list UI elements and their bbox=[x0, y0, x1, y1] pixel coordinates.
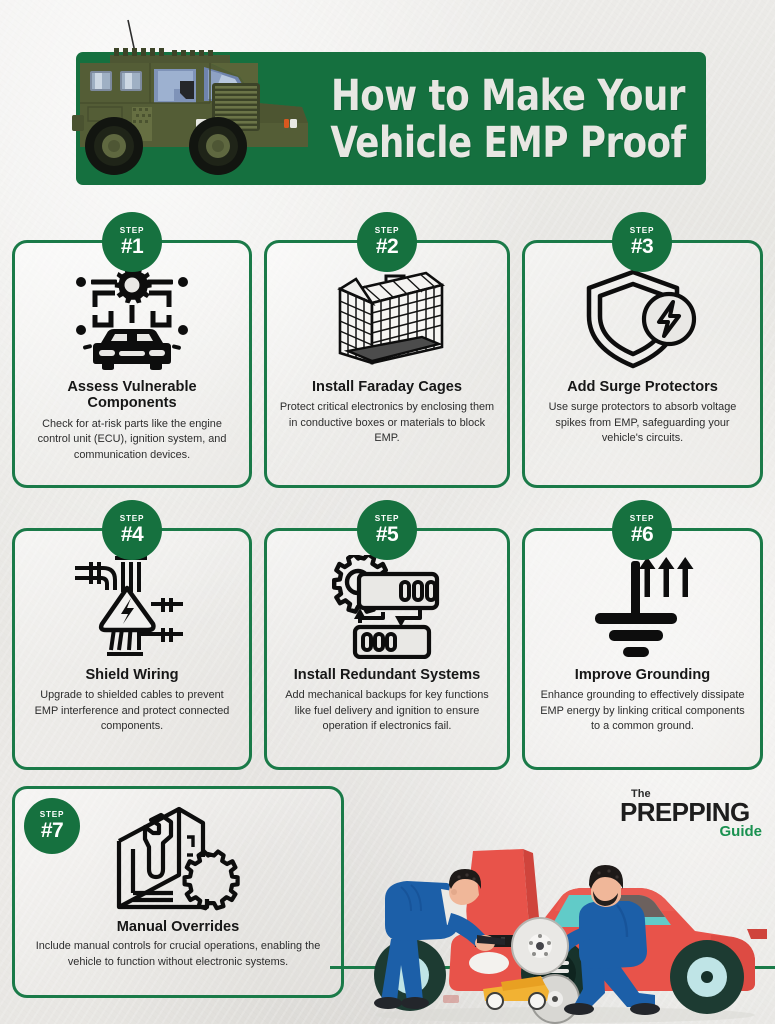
step-card-1-body: Check for at-risk parts like the engine … bbox=[37, 417, 227, 461]
step-badge-4: STEP #4 bbox=[102, 500, 162, 560]
step-badge-7-word: STEP bbox=[39, 809, 65, 819]
manual-wrench-gear-icon bbox=[111, 801, 245, 919]
electrical-ground-icon bbox=[585, 553, 701, 661]
step-badge-2-word: STEP bbox=[374, 225, 400, 235]
step-badge-5: STEP #5 bbox=[357, 500, 417, 560]
step-card-2-body: Protect critical electronics by enclosin… bbox=[279, 401, 495, 445]
step-badge-6-word: STEP bbox=[629, 513, 655, 523]
step-badge-7: STEP #7 bbox=[24, 798, 80, 854]
shielded-wiring-icon bbox=[71, 553, 193, 661]
page-title-line-2: Vehicle EMP Proof bbox=[330, 117, 686, 168]
step-badge-7-number: #7 bbox=[40, 819, 64, 843]
step-card-1[interactable]: Assess Vulnerable Components Check for a… bbox=[12, 240, 252, 488]
step-badge-5-word: STEP bbox=[374, 513, 400, 523]
step-card-3-body: Use surge protectors to absorb voltage s… bbox=[548, 401, 737, 445]
header: How to Make Your Vehicle EMP Proof bbox=[0, 0, 775, 205]
step-badge-3-word: STEP bbox=[629, 225, 655, 235]
step-card-3-title: Add Surge Protectors bbox=[567, 379, 718, 395]
step-card-4-title: Shield Wiring bbox=[85, 667, 179, 683]
step-card-2[interactable]: Install Faraday Cages Protect critical e… bbox=[264, 240, 510, 488]
military-truck-icon bbox=[62, 15, 322, 200]
step-card-4-body: Upgrade to shielded cables to prevent EM… bbox=[34, 689, 230, 733]
step-badge-2: STEP #2 bbox=[357, 212, 417, 272]
faraday-cage-icon bbox=[324, 265, 450, 373]
step-card-6[interactable]: Improve Grounding Enhance grounding to e… bbox=[522, 528, 763, 770]
step-card-5-body: Add mechanical backups for key functions… bbox=[285, 689, 489, 733]
shield-lightning-icon bbox=[585, 265, 701, 373]
step-badge-6: STEP #6 bbox=[612, 500, 672, 560]
page-title: How to Make Your Vehicle EMP Proof bbox=[330, 57, 686, 182]
step-card-1-title: Assess Vulnerable Components bbox=[67, 379, 197, 412]
step-badge-3-number: #3 bbox=[630, 235, 654, 259]
step-card-5-title: Install Redundant Systems bbox=[293, 667, 481, 683]
step-badge-4-number: #4 bbox=[120, 523, 144, 547]
step-badge-1: STEP #1 bbox=[102, 212, 162, 272]
step-card-3[interactable]: Add Surge Protectors Use surge protector… bbox=[522, 240, 763, 488]
step-card-7-body: Include manual controls for crucial oper… bbox=[35, 940, 321, 968]
logo-prepping: PREPPING bbox=[620, 796, 750, 827]
step-card-7-title: Manual Overrides bbox=[116, 919, 240, 935]
step-badge-1-number: #1 bbox=[120, 235, 144, 259]
step-card-6-title: Improve Grounding bbox=[574, 667, 711, 683]
car-diagnostic-scan-icon bbox=[71, 265, 193, 373]
step-badge-6-number: #6 bbox=[630, 523, 654, 547]
step-card-4[interactable]: Shield Wiring Upgrade to shielded cables… bbox=[12, 528, 252, 770]
mechanics-repairing-red-car-icon bbox=[355, 843, 775, 1024]
redundant-systems-gear-icon bbox=[327, 553, 447, 661]
brand-logo: The PREPPING Guide bbox=[620, 789, 770, 839]
step-card-2-title: Install Faraday Cages bbox=[311, 379, 463, 395]
step-badge-1-word: STEP bbox=[119, 225, 145, 235]
step-badge-3: STEP #3 bbox=[612, 212, 672, 272]
step-badge-5-number: #5 bbox=[375, 523, 399, 547]
step-badge-2-number: #2 bbox=[375, 235, 399, 259]
step-card-6-body: Enhance grounding to effectively dissipa… bbox=[540, 689, 745, 733]
page-title-line-1: How to Make Your bbox=[330, 71, 686, 122]
step-badge-4-word: STEP bbox=[119, 513, 145, 523]
step-card-5[interactable]: Install Redundant Systems Add mechanical… bbox=[264, 528, 510, 770]
